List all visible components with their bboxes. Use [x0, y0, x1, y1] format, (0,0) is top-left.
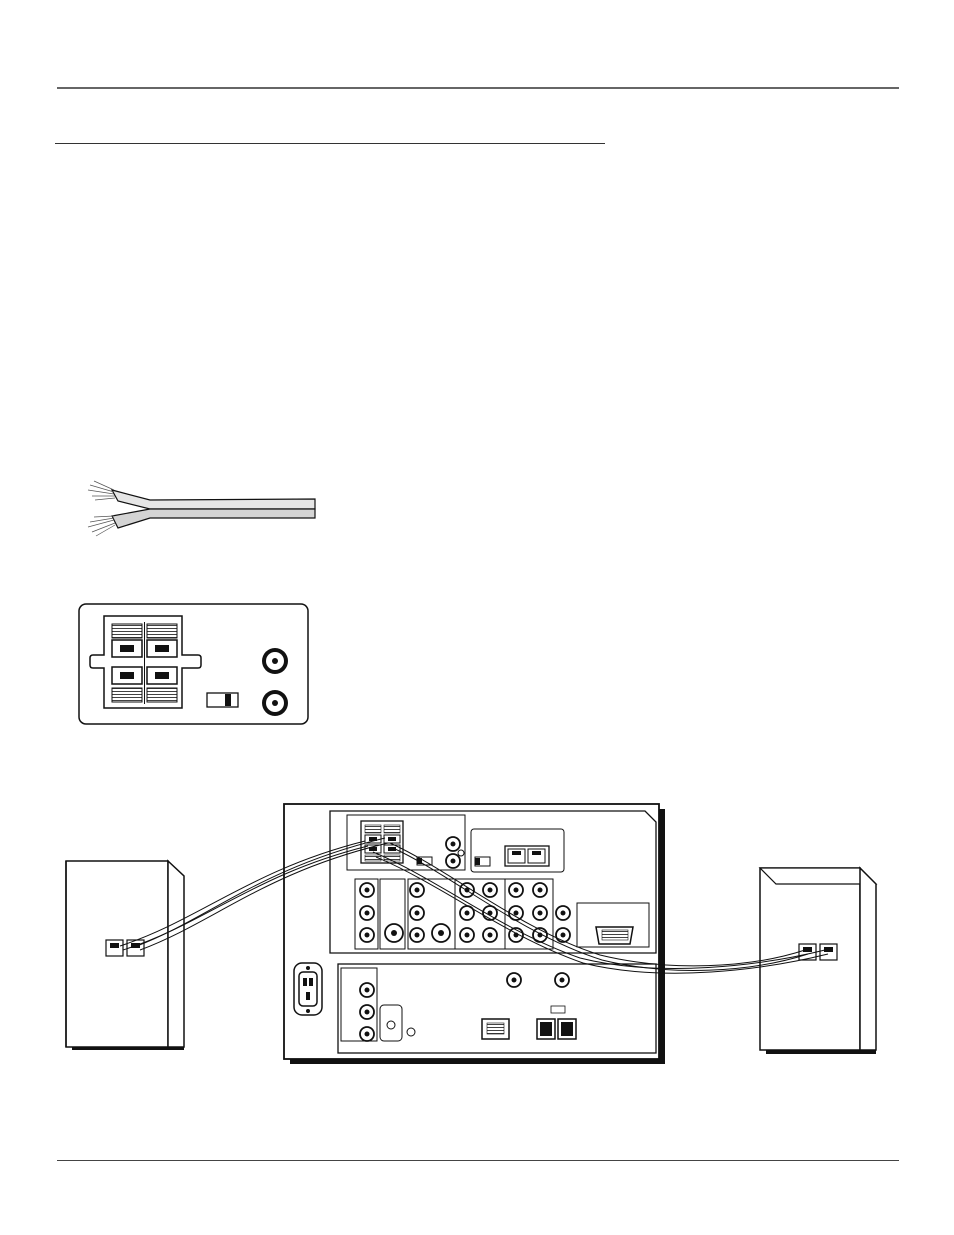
- tv-secondary-terminal-block: [471, 829, 564, 872]
- tv-network-port: [482, 1019, 509, 1039]
- speaker-wire-illustration: [88, 481, 315, 536]
- rca-jack-upper: [262, 648, 288, 674]
- speaker-terminal-panel-closeup: [79, 604, 308, 724]
- bare-wire-strands-bottom: [88, 516, 115, 536]
- right-speaker-cabinet: [760, 868, 876, 1054]
- rca-jack-lower: [262, 690, 288, 716]
- tv-dvi-connector: [577, 903, 649, 947]
- bare-wire-strands-top: [88, 481, 115, 500]
- tv-back-panel: [284, 804, 665, 1064]
- tv-power-inlet: [294, 963, 322, 1015]
- left-speaker-cabinet: [66, 861, 184, 1050]
- terminal-clip-lower-right: [147, 667, 177, 702]
- terminal-clip-upper-right: [147, 624, 177, 657]
- speaker-switch: [207, 693, 238, 707]
- tv-back-panel-speaker-hookup: [66, 804, 876, 1064]
- terminal-clip-upper-left: [112, 624, 142, 657]
- terminal-clip-lower-left: [112, 667, 142, 702]
